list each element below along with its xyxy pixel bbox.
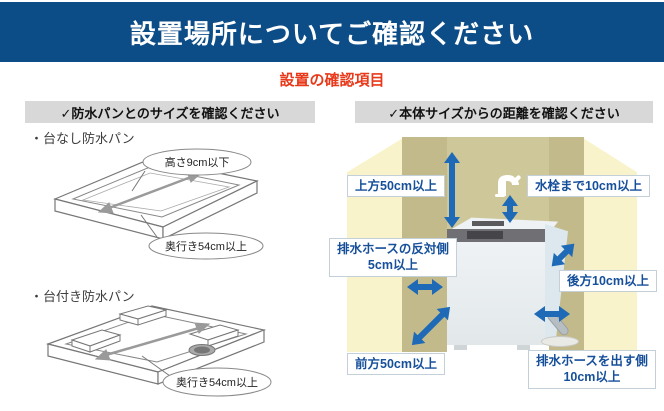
section-header-clearance: ✓本体サイズからの距離を確認ください: [355, 101, 653, 123]
subtitle-confirmation-items: 設置の確認項目: [279, 72, 385, 89]
callout-height-text: 高さ9cm以下: [165, 155, 230, 169]
arrow-top-clearance: [449, 162, 455, 218]
label-opposite-line2: 5cm以上: [367, 258, 418, 273]
label-front-clearance: 前方50cm以上: [347, 353, 445, 376]
callout-depth-text: 奥行き54cm以上: [165, 239, 247, 253]
washer-foot-left: [454, 345, 467, 350]
label-hose-line2: 10cm以上: [563, 370, 621, 385]
callout-depth-bubble: [148, 232, 264, 260]
label-rear-clearance: 後方10cm以上: [559, 270, 657, 293]
bullet-pan-without-stand: ・台なし防水パン: [30, 131, 135, 146]
pan-without-stand-illustration: 高さ9cm以下 奥行き54cm以上: [53, 148, 264, 260]
stand-pads: [70, 305, 240, 353]
callout-depth-bubble: [162, 367, 272, 397]
section-header-pan-size: ✓防水パンとのサイズを確認ください: [25, 101, 315, 123]
washer-display: [467, 231, 503, 239]
bullet-pan-with-stand: ・台付き防水パン: [30, 289, 135, 304]
arrow-faucet-clearance: [507, 205, 513, 213]
label-hose-line1: 排水ホースを出す側: [536, 354, 648, 368]
drain-hose-base: [541, 336, 579, 347]
arrow-opposite-side: [407, 279, 443, 295]
washer-lid-slot: [472, 221, 504, 226]
title-banner: 設置場所についてご確認ください: [0, 2, 664, 62]
label-faucet-clearance: 水栓まで10cm以上: [527, 175, 650, 198]
washer-front-face: [447, 242, 545, 345]
right-wall: [583, 138, 637, 352]
depth-arrow: [94, 322, 211, 361]
arrow-hose-side: [534, 306, 570, 322]
washer-foot-right: [517, 345, 530, 350]
label-hose-side-clearance: 排水ホースを出す側 10cm以上: [528, 350, 656, 389]
drain-hole: [188, 344, 216, 356]
page-title: 設置場所についてご確認ください: [129, 18, 535, 49]
callout-depth-text: 奥行き54cm以上: [176, 375, 258, 389]
callout-height-bubble: [142, 148, 252, 176]
label-opposite-side-clearance: 排水ホースの反対側 5cm以上: [329, 238, 457, 277]
pan-with-stand-illustration: 奥行き54cm以上: [45, 305, 272, 397]
label-top-clearance: 上方50cm以上: [347, 175, 445, 198]
label-opposite-line1: 排水ホースの反対側: [337, 242, 449, 256]
